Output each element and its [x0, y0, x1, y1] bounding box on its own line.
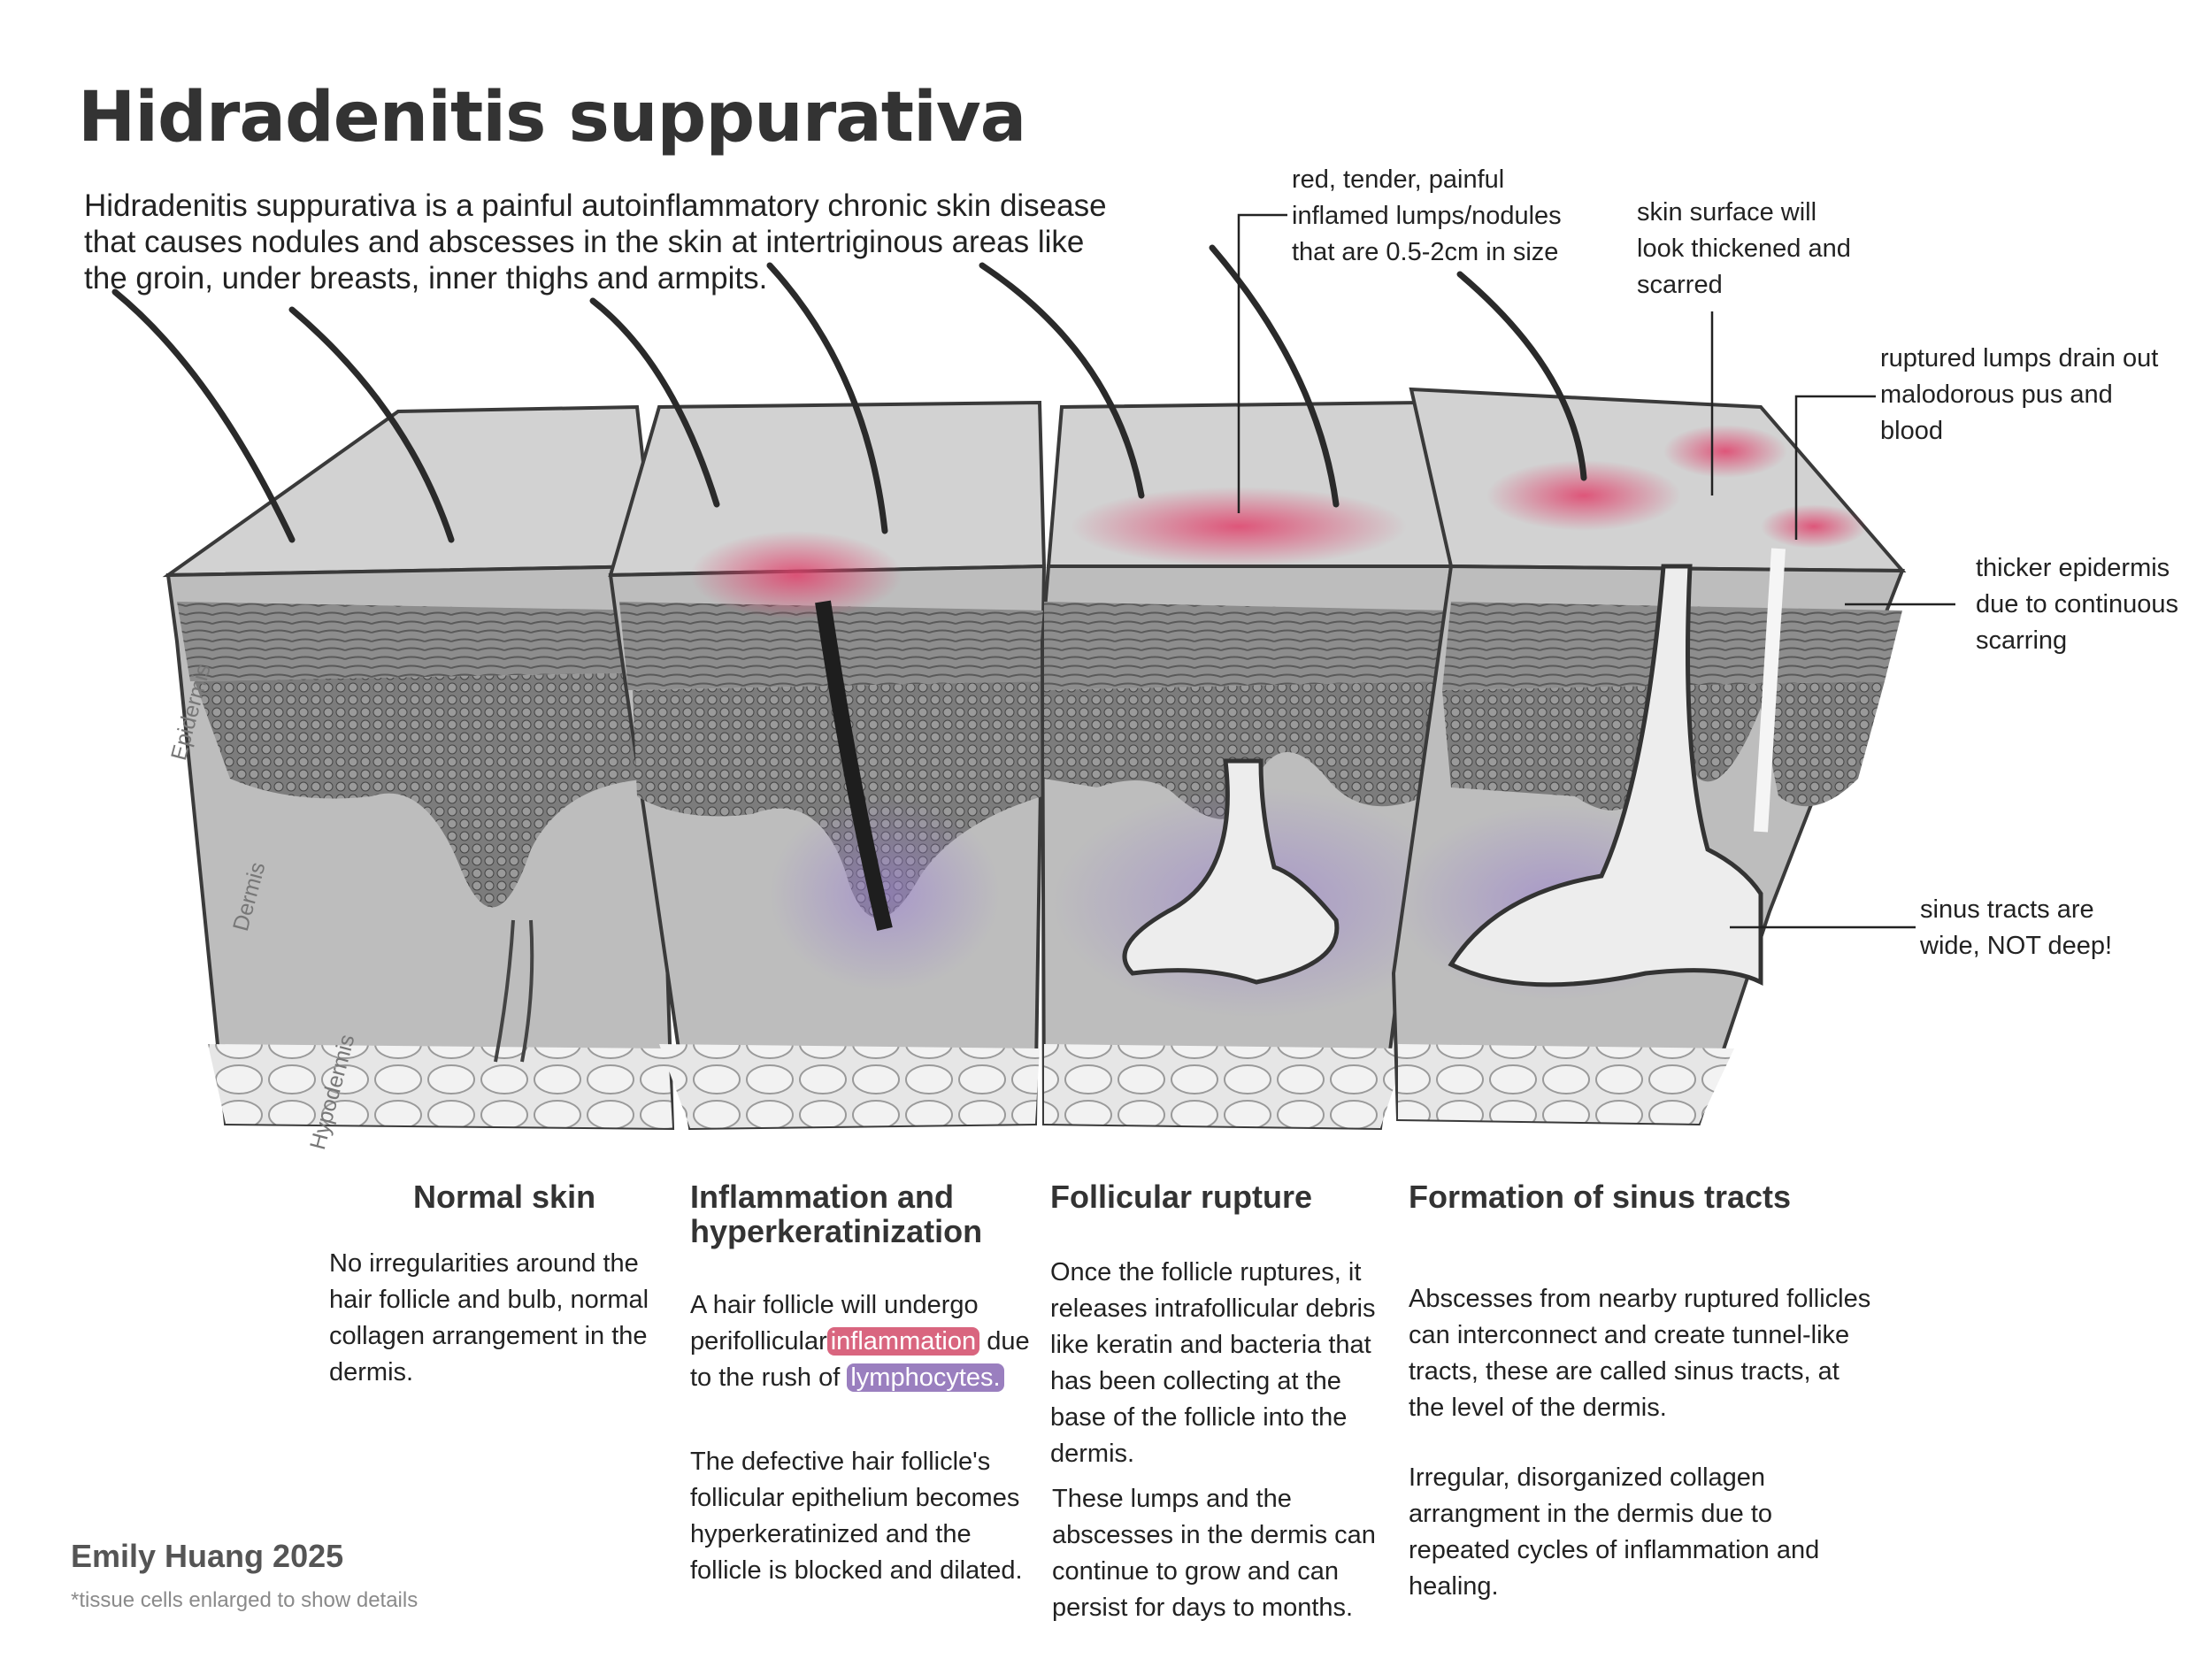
annotation-epidermis: thicker epidermis due to continuous scar… — [1976, 554, 2178, 655]
stage-title-normal-skin: Normal skin — [413, 1179, 596, 1215]
annotation-leader-lines — [1237, 213, 1955, 929]
block-normal-skin — [162, 404, 675, 1131]
stage-text-follicular-rupture: Once the follicle ruptures, it releases … — [1050, 1258, 1376, 1468]
block-sinus-tracts — [1391, 387, 1907, 1126]
annotation-drain: ruptured lumps drain out malodorous pus … — [1880, 344, 2159, 445]
page-title: Hidradenitis suppurativa — [78, 78, 1026, 157]
annotation-lumps: red, tender, painful inflamed lumps/nodu… — [1292, 165, 1562, 266]
stage-title-follicular-rupture: Follicular rupture — [1050, 1179, 1313, 1215]
intro-text: Hidradenitis suppurativa is a painful au… — [84, 188, 1107, 296]
stage-text-inflammation: A hair follicle will undergo perifollicu… — [690, 1291, 1030, 1392]
stage-title-inflammation: Inflammation and hyperkeratinization — [690, 1179, 983, 1249]
block-inflammation — [608, 400, 1047, 1131]
stage-text2-sinus-tracts: Irregular, disorganized collagen arrangm… — [1409, 1463, 1820, 1601]
block-follicular-rupture — [1040, 400, 1460, 1131]
stage-title-sinus-tracts: Formation of sinus tracts — [1409, 1179, 1792, 1215]
annotation-surface: skin surface will look thickened and sca… — [1637, 198, 1851, 299]
author-credit: Emily Huang 2025 — [71, 1538, 344, 1574]
annotation-sinus: sinus tracts are wide, NOT deep! — [1920, 895, 2113, 960]
highlight-lymphocytes: lymphocytes. — [847, 1363, 1004, 1392]
highlight-inflammation: inflammation — [826, 1327, 980, 1356]
stage-text-sinus-tracts: Abscesses from nearby ruptured follicles… — [1409, 1285, 1871, 1422]
stage-text-normal-skin: No irregularities around the hair follic… — [329, 1249, 649, 1386]
footnote: *tissue cells enlarged to show details — [71, 1588, 419, 1612]
stage-text2-follicular-rupture: These lumps and the abscesses in the der… — [1052, 1485, 1376, 1622]
stage-text2-inflammation: The defective hair follicle's follicular… — [690, 1448, 1023, 1585]
